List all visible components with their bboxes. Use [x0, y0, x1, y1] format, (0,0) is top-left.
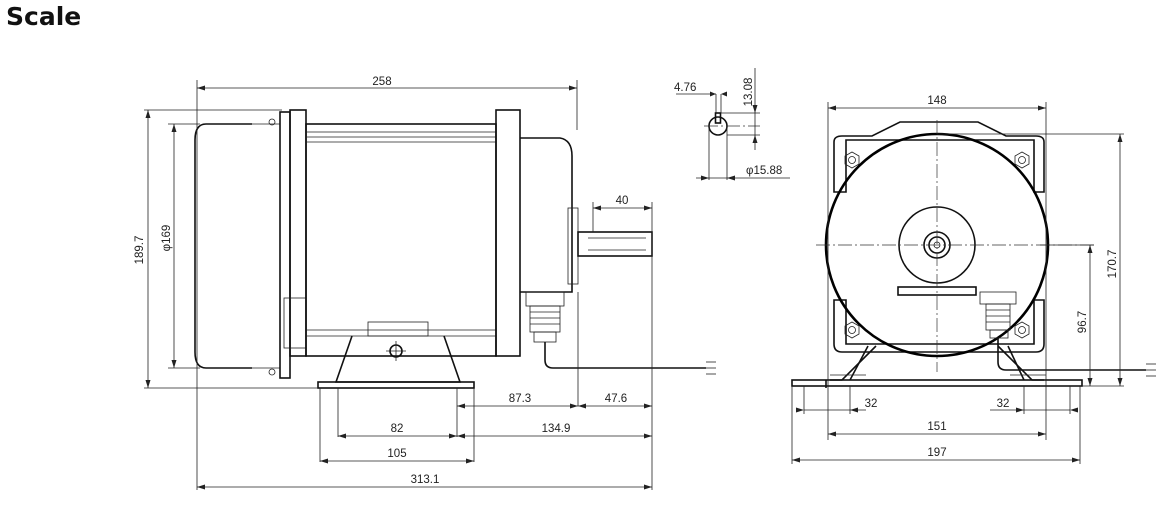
dim-base-width: 197: [927, 447, 946, 459]
dim-shaft-length: 40: [616, 195, 629, 207]
dim-key-width: 4.76: [674, 82, 696, 94]
dim-overall-height: 170.7: [1107, 250, 1119, 279]
dim-body-diameter: φ169: [161, 225, 173, 252]
side-view: 258 189.7 φ169 40 87.3 47.6 82 134.9: [134, 76, 716, 490]
dim-shaft-height: 96.7: [1077, 311, 1089, 333]
dim-foot-left: 32: [865, 398, 878, 410]
dim-134-9: 134.9: [542, 423, 571, 435]
dim-overall-length-top: 258: [372, 76, 391, 88]
dim-105: 105: [387, 448, 406, 460]
dim-47-6: 47.6: [605, 393, 627, 405]
dim-bolt-span: 151: [927, 421, 946, 433]
dim-foot-right: 32: [997, 398, 1010, 410]
dim-key-height: 13.08: [743, 78, 755, 107]
dim-height-left: 189.7: [134, 236, 146, 265]
dim-width-top: 148: [927, 95, 946, 107]
dim-87-3: 87.3: [509, 393, 531, 405]
shaft-detail: 4.76 13.08 φ15.88: [674, 68, 790, 181]
dim-82: 82: [391, 423, 404, 435]
front-view: 148 170.7 96.7 32 32 151 197: [791, 95, 1156, 464]
dim-shaft-diameter: φ15.88: [746, 165, 782, 177]
page-title: Scale: [6, 2, 82, 31]
dim-overall-length-bottom: 313.1: [411, 474, 440, 486]
